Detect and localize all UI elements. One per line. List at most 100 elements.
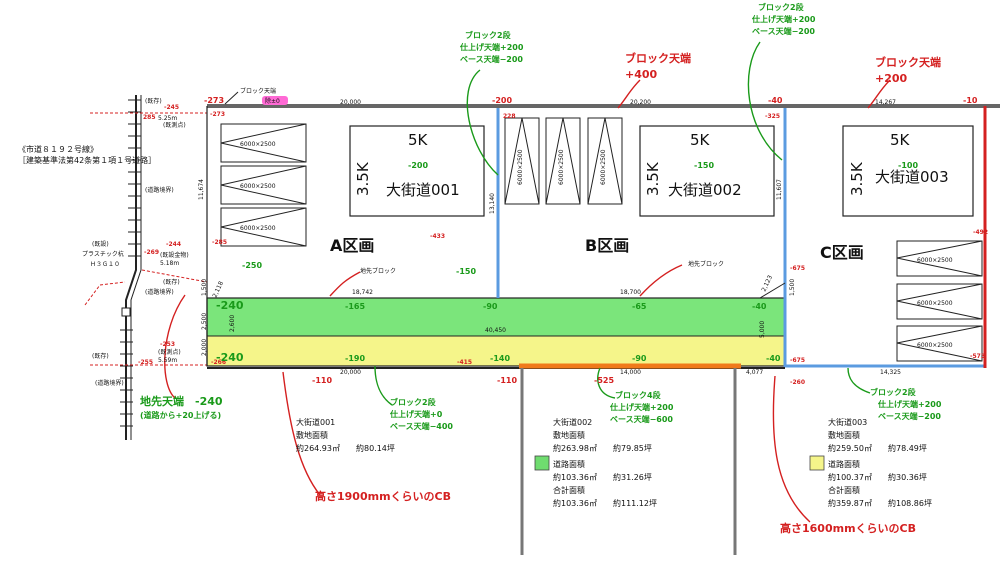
svg-text:-273: -273 [204,96,224,105]
svg-text:仕上げ天端+0: 仕上げ天端+0 [389,409,443,419]
lot-boundaries [206,104,1000,555]
svg-text:(既測点): (既測点) [158,348,181,356]
svg-text:285: 285 [143,114,156,121]
svg-text:仕上げ天端+200: 仕上げ天端+200 [751,14,816,24]
svg-text:-573: -573 [970,353,985,360]
svg-text:13,140: 13,140 [489,193,496,214]
svg-text:ブロック2段: ブロック2段 [870,387,916,397]
svg-text:20,000: 20,000 [340,369,361,376]
svg-text:(既存): (既存) [92,352,109,360]
svg-text:大街道002: 大街道002 [553,417,592,427]
svg-text:-10: -10 [963,96,978,105]
zone-b-label: B区画 [585,236,629,255]
svg-text:ブロック2段: ブロック2段 [465,30,511,40]
svg-text:-285: -285 [212,239,227,246]
svg-text:6000×2500: 6000×2500 [558,149,565,185]
svg-text:228: 228 [503,113,516,120]
svg-text:(既存): (既存) [163,278,180,286]
svg-text:-240: -240 [216,351,244,364]
svg-text:Ｈ３Ｇ１０: Ｈ３Ｇ１０ [90,261,120,268]
svg-text:-40: -40 [768,96,783,105]
svg-text:-40: -40 [752,302,767,311]
svg-text:-110: -110 [312,376,332,385]
svg-text:3.5K: 3.5K [848,161,866,196]
svg-text:6000×2500: 6000×2500 [600,149,607,185]
svg-text:3.5K: 3.5K [644,161,662,196]
svg-text:-165: -165 [345,302,365,311]
svg-text:-244: -244 [166,241,181,248]
svg-text:地先ブロック: 地先ブロック [688,260,724,268]
block-c: 5K 3.5K -100 大街道003 C区画 -40 -40 [752,131,949,363]
svg-text:-90: -90 [632,354,647,363]
svg-text:約264.93㎡ 約80.14坪: 約264.93㎡ 約80.14坪 [296,443,395,453]
svg-text:(既測点): (既測点) [163,121,186,129]
svg-text:(既設): (既設) [92,240,109,248]
svg-text:-273: -273 [210,111,225,118]
svg-text:2,000: 2,000 [201,339,208,356]
svg-text:-200: -200 [408,161,428,170]
road-name-1: 《市道８１９２号線》 [18,144,98,154]
svg-text:地先ブロック: 地先ブロック [360,267,396,275]
svg-text:2,600: 2,600 [229,315,236,332]
svg-text:2,500: 2,500 [201,313,208,330]
svg-text:6000×2500: 6000×2500 [240,183,276,190]
svg-text:6000×2500: 6000×2500 [917,300,953,307]
svg-text:仕上げ天端+200: 仕上げ天端+200 [877,399,942,409]
svg-text:-433: -433 [430,233,445,240]
block-top-label: ブロック天端 [240,87,276,95]
svg-text:-255: -255 [138,359,153,366]
block-a: 5K 3.5K -200 大街道001 A区画 -250 -150 -240 -… [216,131,476,364]
svg-text:ブロック4段: ブロック4段 [615,390,661,400]
svg-text:20,000: 20,000 [340,99,361,106]
svg-text:-140: -140 [490,354,510,363]
block-b: 5K 3.5K -150 大街道002 B区画 -90 -65 -140 -90… [483,131,742,385]
svg-text:18,742: 18,742 [352,289,373,296]
svg-text:-253: -253 [160,341,175,348]
svg-text:2,123: 2,123 [760,274,774,293]
svg-text:ベース天端−200: ベース天端−200 [752,26,815,36]
green-strip [207,298,785,336]
svg-text:+200: +200 [875,72,908,85]
bottom-annotations: 地先天端 -240 (道路から+20上げる) ブロック2段 仕上げ天端+0 ベー… [140,387,942,535]
svg-text:ベース天端−400: ベース天端−400 [390,421,453,431]
svg-text:-100: -100 [898,161,918,170]
svg-text:(既設金物): (既設金物) [160,251,189,259]
svg-text:20,200: 20,200 [630,99,651,106]
svg-text:18,700: 18,700 [620,289,641,296]
area-table-c: 大街道003 敷地面積 約259.50㎡ 約78.49坪 道路面積 約100.3… [809,417,932,508]
svg-text:5K: 5K [890,131,911,149]
svg-text:大街道003: 大街道003 [875,168,949,186]
svg-text:仕上げ天端+200: 仕上げ天端+200 [609,402,674,412]
svg-text:仕上げ天端+200: 仕上げ天端+200 [459,42,524,52]
svg-text:(道路から+20上げる): (道路から+20上げる) [140,410,221,420]
svg-text:大街道003: 大街道003 [828,417,867,427]
swatch-yellow [809,455,825,471]
svg-text:-110: -110 [497,376,517,385]
svg-text:-325: -325 [765,113,780,120]
dashed-red-lines [84,112,208,366]
top-annotations: ブロック2段 仕上げ天端+200 ベース天端−200 ブロック2段 仕上げ天端+… [360,2,941,275]
zone-c-label: C区画 [820,243,864,262]
svg-text:14,000: 14,000 [620,369,641,376]
svg-text:-269: -269 [144,249,159,256]
svg-text:5.59m: 5.59m [158,357,177,364]
building-b [639,125,775,217]
svg-text:-40: -40 [766,354,781,363]
svg-text:-260: -260 [790,379,805,386]
svg-text:プラスチック杭: プラスチック杭 [82,250,124,258]
area-table-b: 大街道002 敷地面積 約263.98㎡ 約79.85坪 道路面積 約103.3… [534,417,657,508]
svg-text:高さ1900mmくらいのCB: 高さ1900mmくらいのCB [315,489,451,503]
svg-text:14,325: 14,325 [880,369,901,376]
svg-text:1,500: 1,500 [789,279,796,296]
svg-text:-65: -65 [632,302,647,311]
building-c [842,125,974,217]
svg-text:高さ1600mmくらいのCB: 高さ1600mmくらいのCB [780,521,916,535]
svg-text:約100.37㎡ 約30.36坪: 約100.37㎡ 約30.36坪 [828,472,927,482]
highlight-block-top [262,96,288,105]
svg-text:(道路境界): (道路境界) [95,379,124,387]
svg-text:合計面積: 合計面積 [828,485,860,495]
svg-text:5K: 5K [408,131,429,149]
svg-text:3.5K: 3.5K [354,161,372,196]
